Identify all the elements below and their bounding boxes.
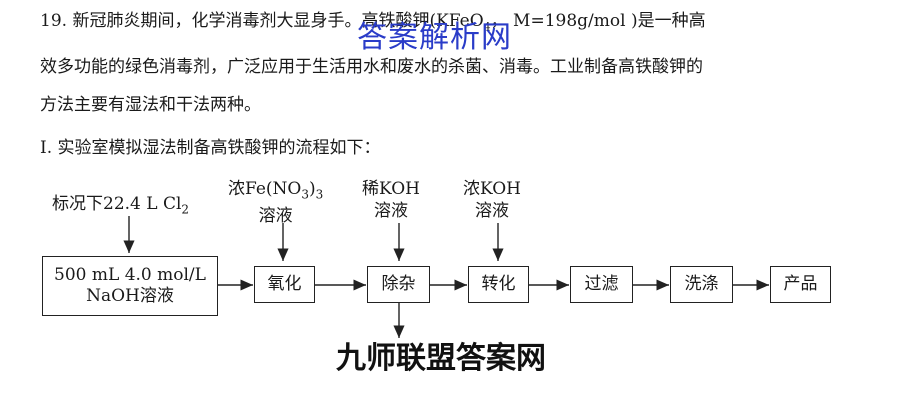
box-oxidize: 氧化 <box>254 266 315 303</box>
question-line-4: I. 实验室模拟湿法制备高铁酸钾的流程如下： <box>40 138 381 158</box>
reagent-dilute-koh: 稀KOH 溶液 <box>362 179 421 221</box>
box-filter: 过滤 <box>570 266 633 303</box>
reagent-conc-koh: 浓KOH 溶液 <box>463 179 522 221</box>
watermark-bottom: 九师联盟答案网 <box>336 341 546 376</box>
question-line-2: 效多功能的绿色消毒剂，广泛应用于生活用水和废水的杀菌、消毒。工业制备高铁酸钾的 <box>40 57 703 77</box>
box-product: 产品 <box>770 266 831 303</box>
reagent-cl2: 标况下22.4 L Cl2 <box>52 194 190 217</box>
question-line-3: 方法主要有湿法和干法两种。 <box>40 95 261 115</box>
box-convert: 转化 <box>468 266 529 303</box>
box-remove-impurities: 除杂 <box>367 266 430 303</box>
watermark-top: 答案解析网 <box>357 20 512 55</box>
box-wash: 洗涤 <box>670 266 733 303</box>
box-naoh-solution: 500 mL 4.0 mol/L NaOH溶液 <box>42 256 218 316</box>
reagent-fe-nitrate: 浓Fe(NO3)3 溶液 <box>228 179 324 227</box>
question-line-1: 19. 新冠肺炎期间，化学消毒剂大显身手。高铁酸钾(KFeO4， M=198g/… <box>40 11 706 34</box>
